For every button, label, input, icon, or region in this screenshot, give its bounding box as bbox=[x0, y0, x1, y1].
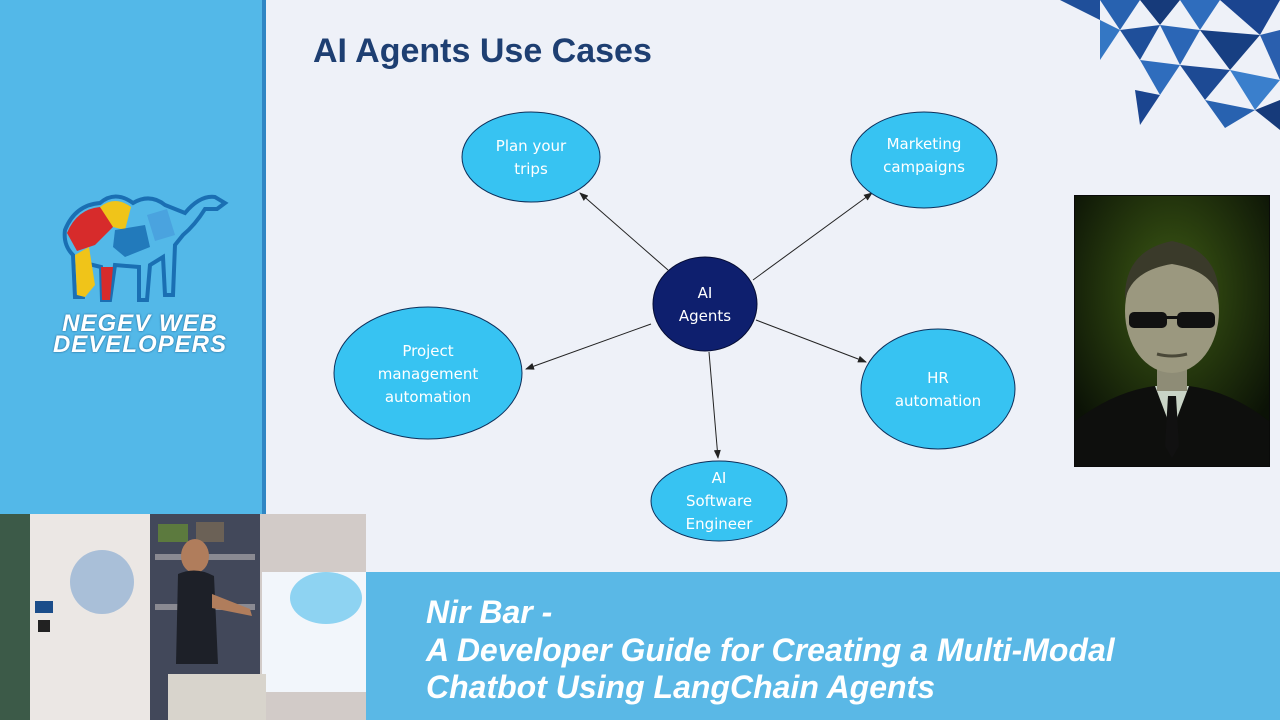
node-label: AI bbox=[712, 469, 727, 487]
branding-panel bbox=[0, 0, 262, 514]
talk-title-line-2: Chatbot Using LangChain Agents bbox=[426, 669, 936, 705]
speaker-camera-view bbox=[0, 514, 366, 720]
node-label: Project bbox=[402, 342, 453, 360]
panel-divider bbox=[262, 0, 266, 572]
talk-title-line-1: A Developer Guide for Creating a Multi-M… bbox=[426, 632, 1115, 668]
arrow-to-marketing bbox=[752, 192, 873, 281]
node-hr: HR automation bbox=[860, 328, 1016, 450]
node-plan-trips: Plan your trips bbox=[461, 111, 601, 203]
node-project-management: Project management automation bbox=[333, 306, 523, 440]
hub-label: Agents bbox=[679, 307, 731, 325]
use-case-diagram: Plan your trips Marketing campaigns Proj… bbox=[333, 111, 1016, 542]
hub-label: AI bbox=[698, 284, 713, 302]
arrow-to-plan-trips bbox=[579, 192, 669, 271]
node-label: automation bbox=[895, 392, 981, 410]
agent-portrait-image bbox=[1074, 195, 1270, 467]
node-label: Engineer bbox=[686, 515, 754, 533]
slide-title: AI Agents Use Cases bbox=[313, 32, 652, 70]
arrow-to-hr bbox=[755, 319, 867, 363]
node-label: Marketing bbox=[887, 135, 962, 153]
camel-logo-icon bbox=[62, 194, 229, 302]
node-label: management bbox=[378, 365, 479, 383]
node-label: automation bbox=[385, 388, 471, 406]
node-marketing: Marketing campaigns bbox=[850, 111, 998, 209]
speaker-name: Nir Bar - bbox=[426, 594, 553, 630]
brand-line-2: DEVELOPERS bbox=[52, 331, 228, 358]
presentation-slide: AI Agents Use Cases Pl bbox=[266, 0, 1280, 572]
triangle-pattern-icon bbox=[1060, 0, 1280, 130]
arrow-to-software-engineer bbox=[708, 351, 721, 459]
node-label: trips bbox=[514, 160, 548, 178]
arrow-to-project-management bbox=[525, 323, 652, 370]
node-label: HR bbox=[927, 369, 949, 387]
talk-caption-bar: Nir Bar - A Developer Guide for Creating… bbox=[366, 572, 1280, 720]
node-label: campaigns bbox=[883, 158, 965, 176]
node-software-engineer: AI Software Engineer bbox=[650, 460, 788, 542]
brand-line-1: NEGEV WEB bbox=[62, 310, 218, 337]
node-label: Plan your bbox=[496, 137, 567, 155]
node-ai-agents-hub: AI Agents bbox=[652, 256, 758, 352]
node-label: Software bbox=[686, 492, 752, 510]
